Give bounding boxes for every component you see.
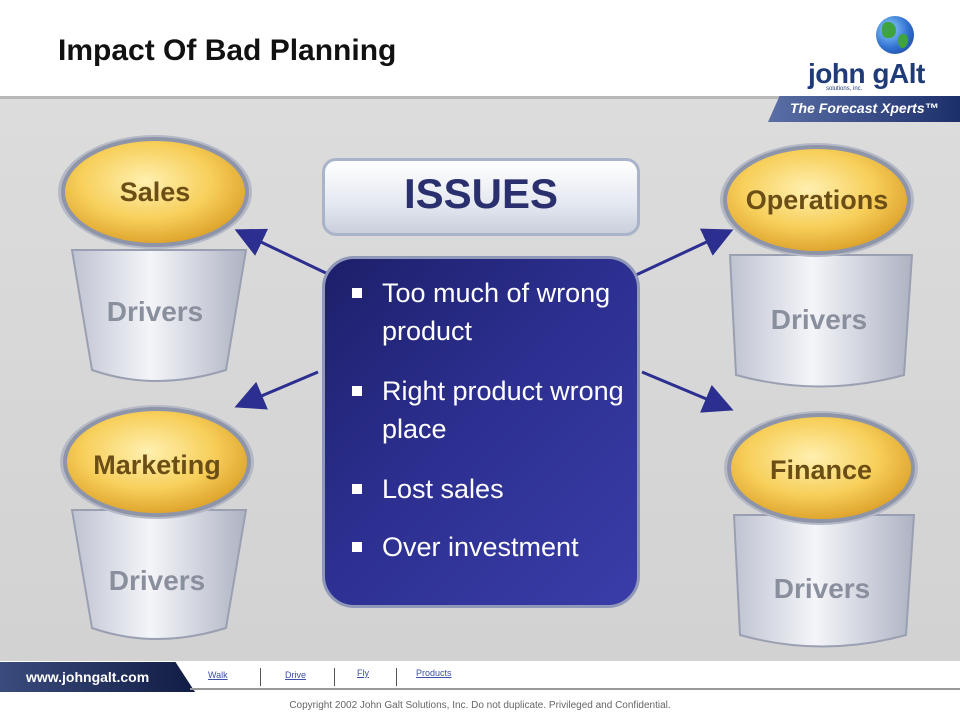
- slide-title: Impact Of Bad Planning: [58, 34, 397, 67]
- bullet-icon: [352, 542, 362, 552]
- node-marketing: [60, 405, 254, 640]
- tagline-bar: [768, 96, 960, 122]
- node-finance: [724, 411, 918, 648]
- node-label-sales: Sales: [120, 177, 191, 207]
- issues-header-box: [322, 158, 640, 236]
- issues-list-panel: [322, 256, 640, 608]
- footer-divider: [190, 688, 960, 690]
- nav-separator: [396, 668, 397, 686]
- arrow-to-marketing: [234, 370, 319, 410]
- node-label-finance: Finance: [770, 455, 872, 485]
- drivers-label-marketing: Drivers: [109, 565, 206, 596]
- nav-link-drive[interactable]: Drive: [285, 670, 307, 680]
- footer-url-bar: [0, 662, 195, 692]
- arrow-to-operations: [635, 228, 734, 277]
- node-operations: [720, 143, 914, 388]
- bullet-icon: [352, 288, 362, 298]
- issue-item: Lost sales: [352, 470, 632, 508]
- issue-item: Too much of wrong product: [352, 274, 632, 350]
- logo-subtext: solutions, inc.: [826, 86, 863, 92]
- node-label-operations: Operations: [746, 185, 889, 215]
- tagline: The Forecast Xperts™: [790, 100, 939, 116]
- nav-separator: [334, 668, 335, 686]
- company-logo: john gAlt: [808, 58, 925, 89]
- nav-link-fly[interactable]: Fly: [357, 668, 369, 678]
- nav-link-walk[interactable]: Walk: [208, 670, 228, 680]
- footer-url[interactable]: www.johngalt.com: [26, 669, 150, 685]
- drivers-label-finance: Drivers: [774, 573, 871, 604]
- globe-icon: [876, 16, 914, 54]
- issue-item: Right product wrong place: [352, 372, 632, 448]
- diagram-canvas: Sales Drivers Marketing Drivers Operatio…: [58, 135, 918, 648]
- copyright-notice: Copyright 2002 John Galt Solutions, Inc.…: [289, 700, 671, 711]
- issue-item: Over investment: [352, 528, 632, 566]
- drivers-label-operations: Drivers: [771, 304, 868, 335]
- node-label-marketing: Marketing: [93, 450, 221, 480]
- nav-link-products[interactable]: Products: [416, 668, 452, 678]
- issues-heading: ISSUES: [403, 170, 559, 217]
- arrow-to-sales: [234, 228, 331, 277]
- issues-list: Too much of wrong product Right product …: [352, 274, 632, 588]
- nav-separator: [260, 668, 261, 686]
- arrow-to-finance: [641, 370, 734, 413]
- bullet-icon: [352, 386, 362, 396]
- drivers-label-sales: Drivers: [107, 296, 204, 327]
- bullet-icon: [352, 484, 362, 494]
- node-sales: [58, 135, 252, 382]
